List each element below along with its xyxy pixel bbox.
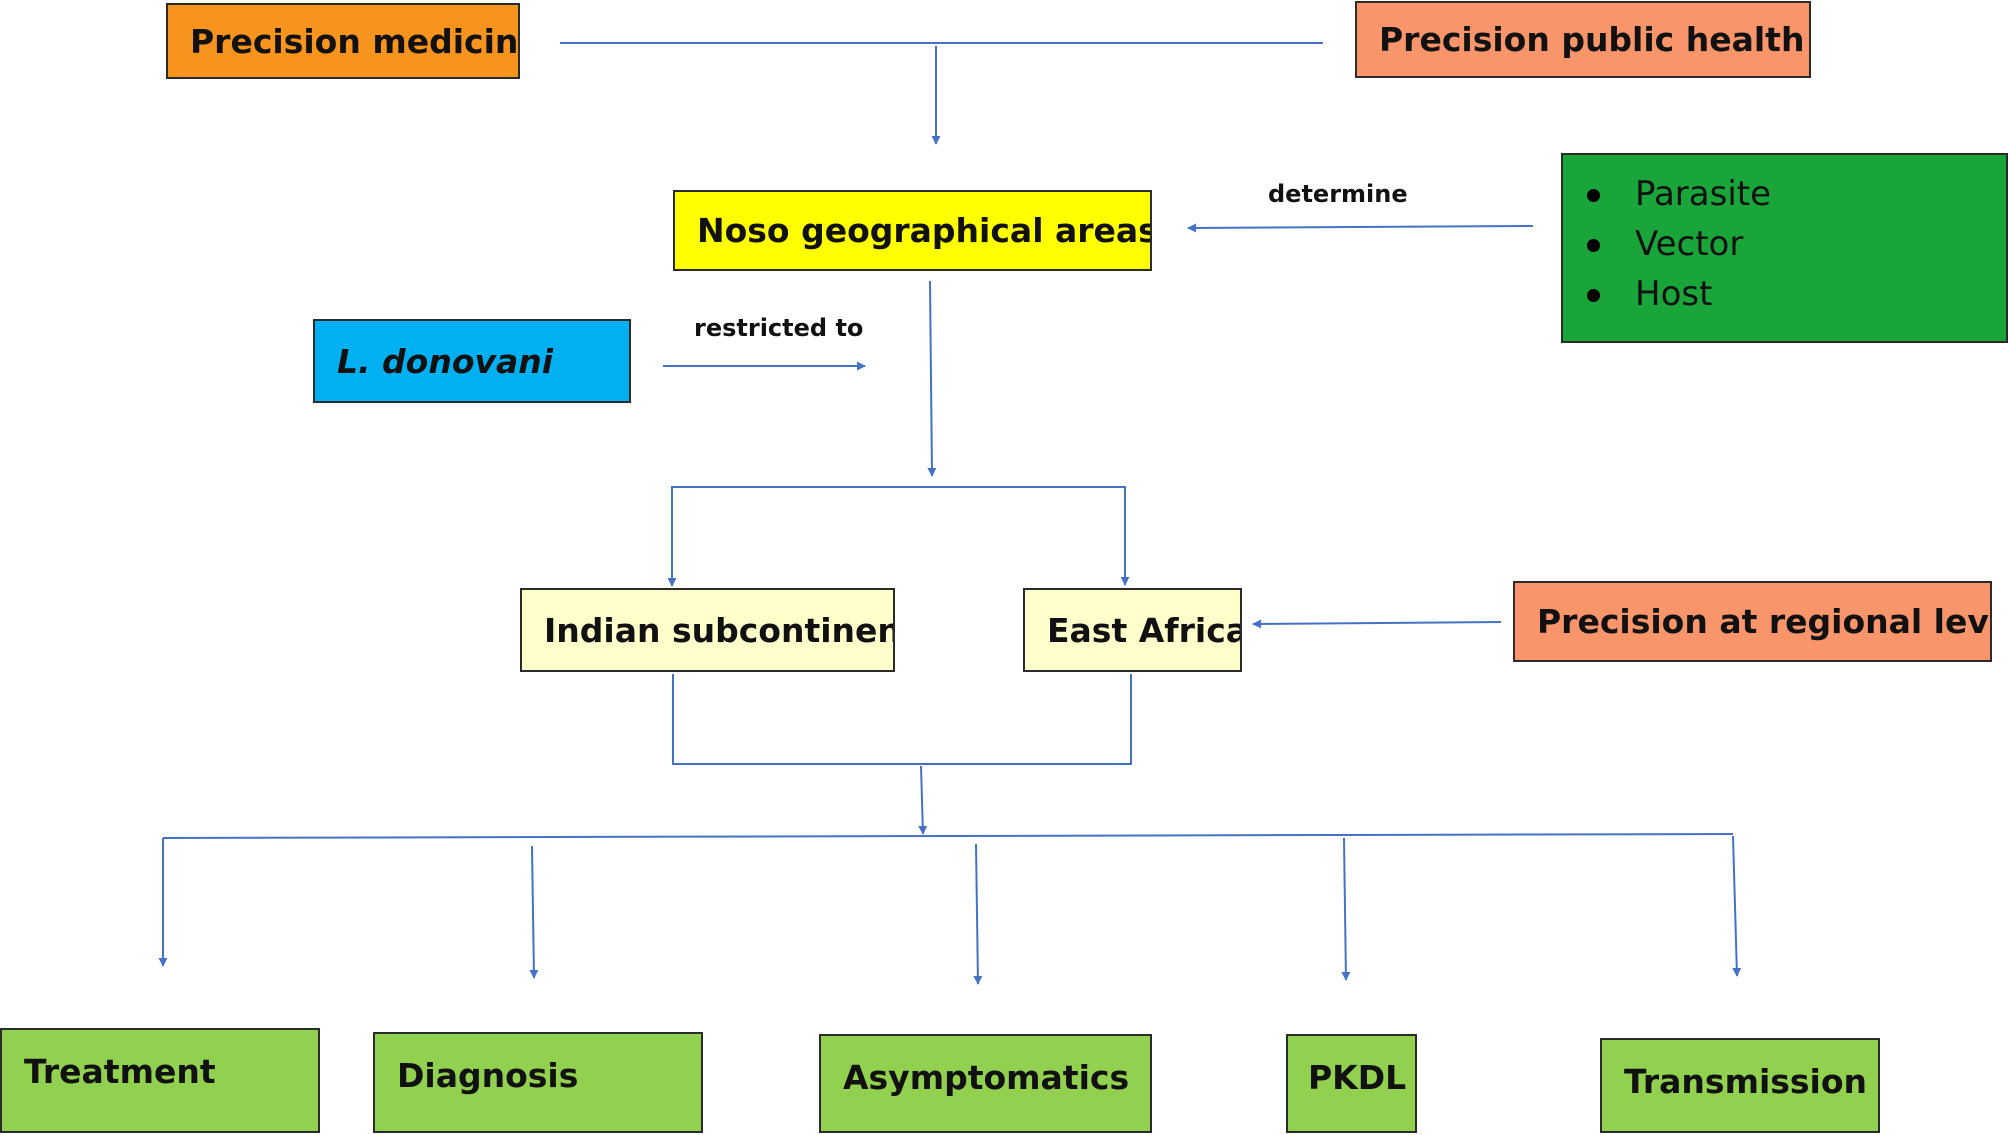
node-precision-public-health-label: Precision public health: [1379, 20, 1805, 59]
node-indian-subcontinent: Indian subcontinent: [520, 588, 895, 672]
node-outcome-diagnosis: Diagnosis: [373, 1032, 703, 1133]
arrow-determine: [1187, 223, 1534, 233]
arrow-to-asymptomatics: [973, 843, 983, 985]
arrow-to-diagnosis: [529, 845, 539, 979]
node-outcome-transmission: Transmission: [1600, 1038, 1880, 1133]
node-precision-medicine-label: Precision medicine: [190, 21, 520, 61]
outcome-label: Asymptomatics: [843, 1058, 1130, 1097]
node-east-africa: East Africa: [1023, 588, 1242, 672]
node-noso-geographical-areas-label: Noso geographical areas: [697, 211, 1152, 250]
noso-down-arrow: [927, 280, 937, 477]
outcome-label: Treatment: [24, 1052, 216, 1091]
node-precision-medicine: Precision medicine: [166, 3, 520, 79]
node-indian-subcontinent-label: Indian subcontinent: [544, 610, 895, 650]
merge-down-arrow: [918, 765, 928, 835]
determinant-item: Parasite: [1587, 169, 2006, 219]
edge-label-restricted-to: restricted to: [694, 314, 864, 342]
node-noso-geographical-areas: Noso geographical areas: [673, 190, 1152, 271]
arrow-to-pkdl: [1341, 837, 1351, 981]
arrow-to-transmission: [1732, 835, 1742, 977]
outcome-label: Diagnosis: [397, 1056, 579, 1095]
node-precision-regional-level-label: Precision at regional level: [1537, 602, 1992, 641]
node-determinants: Parasite Vector Host: [1561, 153, 2008, 343]
node-outcome-pkdl: PKDL: [1286, 1034, 1417, 1133]
arrow-regional-level: [1252, 619, 1502, 629]
determinants-list: Parasite Vector Host: [1587, 169, 2006, 319]
merge-connector: [672, 674, 1132, 765]
node-l-donovani: L. donovani: [313, 319, 631, 403]
outcome-label: PKDL: [1308, 1058, 1407, 1097]
node-outcome-asymptomatics: Asymptomatics: [819, 1034, 1152, 1133]
node-precision-public-health: Precision public health: [1355, 1, 1811, 78]
determinant-item: Host: [1587, 269, 2006, 319]
node-outcome-treatment: Treatment: [0, 1028, 320, 1133]
node-precision-regional-level: Precision at regional level: [1513, 581, 1992, 662]
node-east-africa-label: East Africa: [1047, 610, 1242, 650]
split-connector: [671, 486, 1130, 586]
outcome-label: Transmission: [1624, 1062, 1868, 1101]
node-l-donovani-label: L. donovani: [337, 341, 554, 381]
edge-label-determine: determine: [1268, 180, 1408, 208]
distribution-line: [162, 833, 1734, 839]
determinant-item: Vector: [1587, 219, 2006, 269]
